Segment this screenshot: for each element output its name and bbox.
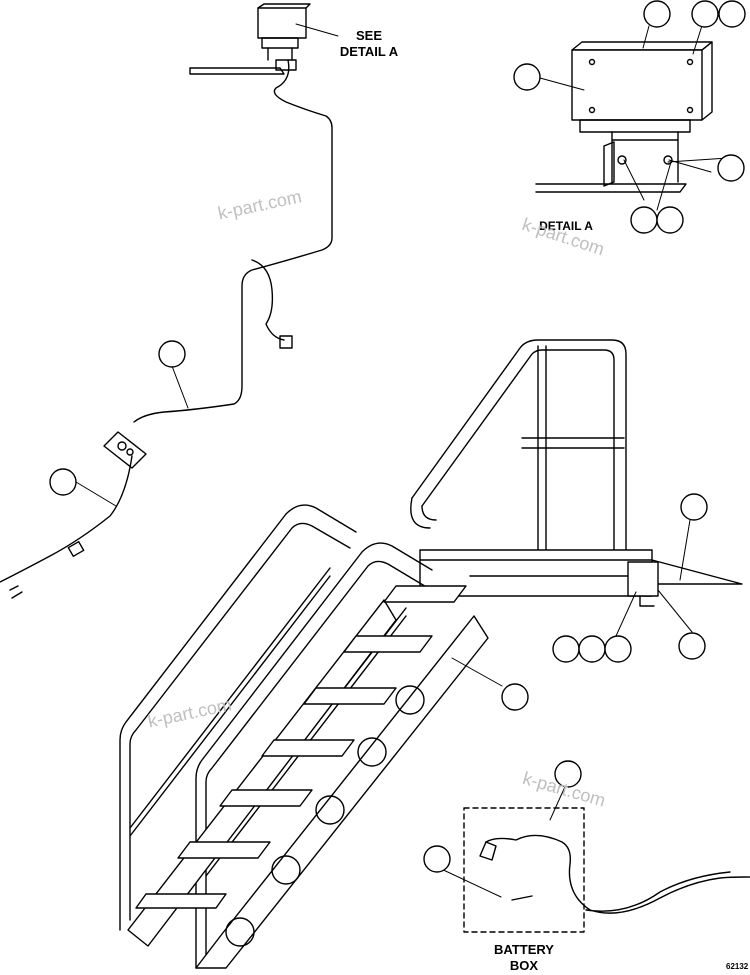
- lower-cable: [0, 455, 133, 599]
- callout-balloon: [680, 493, 708, 521]
- platform-deck: [419, 549, 743, 607]
- callout-balloon: [630, 206, 658, 234]
- cable-connector: [279, 335, 293, 349]
- battery-terminal: [479, 841, 497, 861]
- light-cable: [133, 59, 333, 423]
- light-assembly: [189, 3, 311, 75]
- callout-balloon: [643, 0, 671, 28]
- callout-balloon: [578, 635, 606, 663]
- callout-balloon: [158, 340, 186, 368]
- stair-handrail-left: [119, 504, 357, 931]
- callout-balloon: [656, 206, 684, 234]
- callout-balloon: [718, 0, 746, 28]
- battery-cable: [485, 834, 750, 914]
- stair-treads: [135, 585, 467, 909]
- cable-clamp: [67, 540, 85, 558]
- callout-balloon: [717, 154, 745, 182]
- detail-title-label: DETAIL A: [539, 219, 593, 233]
- battery-box-label: BATTERY BOX: [494, 942, 554, 973]
- see-detail-label: SEE DETAIL A: [339, 28, 399, 59]
- leader-lines: [75, 15, 729, 898]
- callout-balloons: [49, 0, 746, 873]
- upper-handrail: [410, 339, 627, 577]
- callout-balloon: [49, 468, 77, 496]
- light-cable-branch: [251, 259, 285, 341]
- callout-balloon: [501, 683, 529, 711]
- callout-balloon: [423, 845, 451, 873]
- callout-balloon: [552, 635, 580, 663]
- battery-box-outline: [463, 807, 585, 933]
- callout-balloon: [513, 63, 541, 91]
- callout-balloon: [604, 635, 632, 663]
- stair-stringer: [127, 599, 489, 969]
- callout-balloon: [678, 632, 706, 660]
- detail-a-view: [535, 41, 713, 193]
- cable-bracket: [103, 431, 147, 469]
- drawing-code: 62132: [726, 962, 749, 971]
- callout-balloon: [554, 760, 582, 788]
- callout-balloon: [691, 0, 719, 28]
